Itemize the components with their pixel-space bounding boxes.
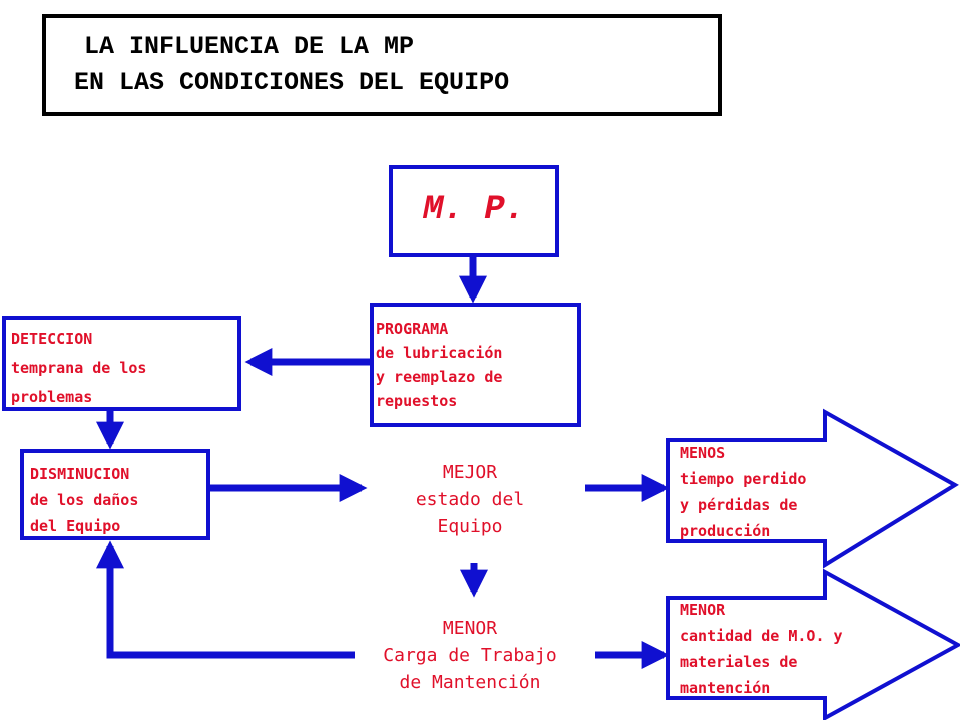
deteccion-line: DETECCION [11,330,93,348]
disminucion-line: DISMINUCION [30,465,130,483]
disminucion-line: del Equipo [30,517,121,535]
deteccion-box: DETECCION temprana de los problemas [2,316,241,411]
programa-box: PROGRAMA de lubricación y reemplazo de r… [370,303,581,427]
programa-line: repuestos [376,392,458,410]
mp-label: M. P. [422,191,526,229]
arrow-menor-to-disminucion [96,540,355,659]
title-box: LA INFLUENCIA DE LA MP EN LAS CONDICIONE… [42,14,722,116]
mejor-estado-text: MEJOR estado del Equipo [380,459,560,540]
menor-cantidad-line: cantidad de M.O. y [680,627,843,645]
menos-line: producción [680,522,771,540]
mp-box: M. P. [389,165,559,257]
menor-cantidad-line: MENOR [680,601,726,619]
menor-cantidad-line: materiales de [680,653,798,671]
deteccion-text: DETECCION temprana de los problemas [11,325,146,412]
menor-carga-line: Carga de Trabajo [383,645,557,666]
menor-carga-line: de Mantención [399,672,541,693]
menor-cantidad-text: MENOR cantidad de M.O. y materiales de m… [680,597,843,701]
menos-arrow-shape [666,408,959,569]
mejor-line: Equipo [437,516,503,537]
deteccion-line: temprana de los [11,359,147,377]
menos-line: y pérdidas de [680,496,798,514]
menor-carga-line: MENOR [442,618,498,639]
programa-line: de lubricación [376,344,503,362]
menos-text: MENOS tiempo perdido y pérdidas de produ… [680,440,806,544]
mejor-line: MEJOR [442,462,498,483]
disminucion-box: DISMINUCION de los daños del Equipo [20,449,210,540]
disminucion-text: DISMINUCION de los daños del Equipo [30,461,138,539]
title-line-1: LA INFLUENCIA DE LA MP [84,32,415,61]
menor-cantidad-arrow-shape [666,568,960,720]
title-line-2: EN LAS CONDICIONES DEL EQUIPO [74,68,510,97]
programa-text: PROGRAMA de lubricación y reemplazo de r… [376,317,502,413]
menor-carga-text: MENOR Carga de Trabajo de Mantención [340,615,600,696]
disminucion-line: de los daños [30,491,139,509]
menos-line: MENOS [680,444,726,462]
programa-line: y reemplazo de [376,368,503,386]
programa-line: PROGRAMA [376,320,449,338]
menor-cantidad-line: mantención [680,679,771,697]
deteccion-line: problemas [11,388,93,406]
mejor-line: estado del [415,489,525,510]
menos-line: tiempo perdido [680,470,807,488]
